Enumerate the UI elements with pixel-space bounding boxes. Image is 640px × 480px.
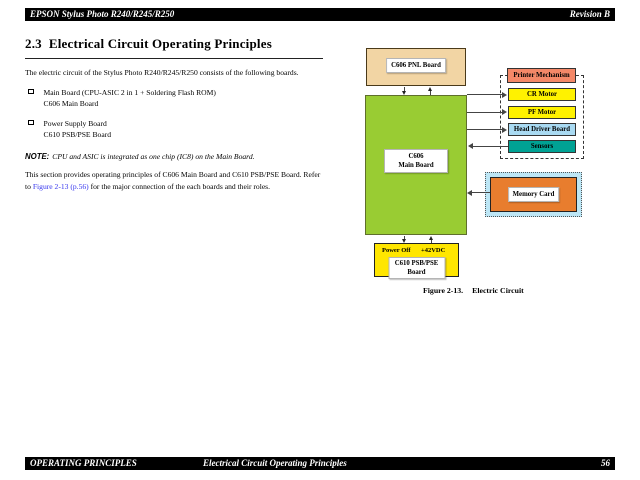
- main-board-box: C606 Main Board: [365, 95, 467, 235]
- section-content: 2.3 Electrical Circuit Operating Principl…: [25, 36, 323, 192]
- reference-text-post: for the major connection of the each boa…: [88, 181, 271, 191]
- note-label: NOTE:: [25, 152, 50, 162]
- memory-card-line: [472, 192, 490, 194]
- note-text: CPU and ASIC is integrated as one chip (…: [52, 152, 255, 162]
- head-driver-line: [467, 129, 502, 131]
- bullet-line: Main Board (CPU-ASIC 2 in 1 + Soldering …: [43, 88, 216, 98]
- pnl-board-box: C606 PNL Board: [366, 48, 466, 86]
- checkbox-icon: [28, 88, 34, 95]
- sensors-line: [473, 145, 508, 148]
- figure-caption-number: Figure 2-13.: [423, 286, 464, 295]
- section-title-text: Electrical Circuit Operating Principles: [48, 36, 272, 51]
- pnl-up-arrow-line: [430, 91, 432, 95]
- bullet-line: Power Supply Board: [43, 119, 107, 129]
- cr-motor-box: CR Motor: [508, 88, 576, 101]
- psb-board-box: Power Off +42VDC C610 PSB/PSE Board: [374, 243, 459, 280]
- figure-caption: Figure 2-13. Electric Circuit: [423, 286, 524, 295]
- psb-down-arrowhead-icon: [401, 239, 406, 243]
- power-off-label: Power Off: [382, 247, 411, 254]
- reference-paragraph: This section provides operating principl…: [25, 169, 323, 192]
- page-footer: OPERATING PRINCIPLES Electrical Circuit …: [25, 457, 615, 470]
- memory-card-arrowhead-icon: [466, 189, 472, 196]
- figure-link[interactable]: Figure 2-13 (p.56): [32, 181, 89, 191]
- plus42vdc-label: +42VDC: [421, 247, 446, 254]
- figure-caption-title: Electric Circuit: [472, 286, 524, 295]
- bullet-text: Main Board (CPU-ASIC 2 in 1 + Soldering …: [44, 87, 216, 109]
- intro-paragraph: The electric circuit of the Stylus Photo…: [25, 68, 299, 77]
- footer-chapter: OPERATING PRINCIPLES: [30, 458, 137, 468]
- sensors-arrowhead-icon: [467, 143, 473, 150]
- footer-section: Electrical Circuit Operating Principles: [203, 458, 347, 468]
- pnl-up-arrowhead-icon: [427, 87, 432, 91]
- header-title: EPSON Stylus Photo R240/R245/R250: [30, 9, 175, 19]
- memory-card-box: Memory Card: [490, 177, 577, 212]
- pnl-board-label: C606 PNL Board: [386, 58, 446, 74]
- checkbox-icon: [28, 119, 34, 126]
- sensors-box: Sensors: [508, 140, 576, 153]
- main-board-label: C606 Main Board: [384, 149, 448, 174]
- head-driver-arrowhead-icon: [502, 126, 507, 133]
- psb-board-label: C610 PSB/PSE Board: [388, 257, 445, 280]
- note-paragraph: NOTE:CPU and ASIC is integrated as one c…: [25, 152, 323, 161]
- psb-up-arrowhead-icon: [428, 236, 433, 240]
- pf-motor-line: [467, 111, 502, 114]
- pnl-down-arrowhead-icon: [401, 90, 406, 95]
- pf-motor-box: PF Motor: [508, 106, 576, 119]
- footer-page-number: 56: [601, 458, 610, 468]
- pnl-down-arrow-line: [404, 87, 406, 91]
- reference-text-pre: This section provides operating principl…: [25, 170, 321, 191]
- bullet-power-supply: Power Supply Board C610 PSB/PSE Board: [25, 118, 323, 140]
- psb-up-arrow-line: [431, 240, 433, 244]
- page-header: EPSON Stylus Photo R240/R245/R250 Revisi…: [25, 8, 615, 21]
- psb-down-arrow-line: [404, 236, 406, 240]
- section-title: 2.3 Electrical Circuit Operating Principl…: [25, 36, 323, 59]
- bullet-text: Power Supply Board C610 PSB/PSE Board: [44, 118, 112, 140]
- section-number: 2.3: [25, 36, 42, 51]
- bullet-main-board: Main Board (CPU-ASIC 2 in 1 + Soldering …: [25, 87, 323, 109]
- cr-motor-arrowhead-icon: [502, 91, 507, 98]
- printer-mechanism-box: Printer Mechanism: [507, 68, 576, 83]
- header-revision: Revision B: [569, 9, 610, 19]
- bullet-line: C606 Main Board: [43, 99, 99, 109]
- bullet-line: C610 PSB/PSE Board: [43, 130, 112, 140]
- memory-card-label: Memory Card: [507, 187, 560, 203]
- pf-motor-arrowhead-icon: [502, 109, 507, 116]
- head-driver-board-box: Head Driver Board: [508, 123, 576, 136]
- cr-motor-line: [467, 94, 502, 96]
